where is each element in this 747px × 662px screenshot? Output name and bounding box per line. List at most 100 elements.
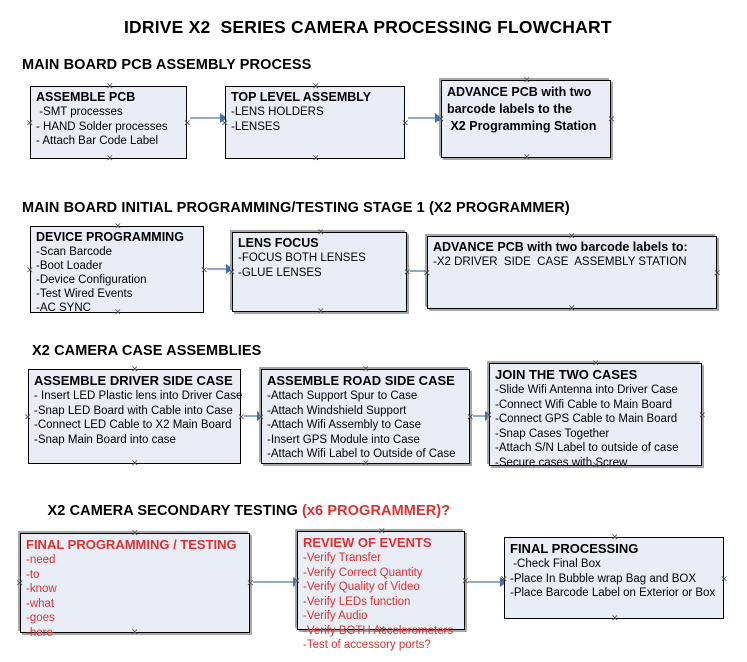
flow-box-lens-focus[interactable]: LENS FOCUS -FOCUS BOTH LENSES -GLUE LENS…: [228, 228, 411, 316]
selection-handle-left[interactable]: ✕: [257, 412, 265, 422]
selection-handle-right[interactable]: ✕: [607, 114, 615, 124]
selection-handle-left[interactable]: ✕: [26, 265, 34, 275]
flow-box-line: -Verify Quality of Video: [303, 581, 420, 593]
selection-handle-top[interactable]: ✕: [378, 526, 386, 536]
selection-handle-bottom[interactable]: ✕: [114, 307, 122, 317]
flow-box-line: -know: [26, 583, 57, 595]
selection-handle-right[interactable]: ✕: [403, 267, 411, 277]
selection-handle-left[interactable]: ✕: [16, 578, 24, 588]
selection-handle-bottom[interactable]: ✕: [106, 153, 114, 163]
arrowhead-icon: [485, 411, 492, 421]
arrowhead-icon: [435, 113, 442, 123]
selection-handle-left[interactable]: ✕: [293, 576, 301, 586]
flow-box-top-level-assembly[interactable]: TOP LEVEL ASSEMBLY -LENS HOLDERS -LENSES…: [221, 82, 409, 163]
selection-handle-left[interactable]: ✕: [221, 118, 229, 128]
selection-handle-top[interactable]: ✕: [131, 364, 139, 374]
flow-box-line: -Snap LED Board with Cable into Case: [34, 404, 233, 417]
flow-box-advance-pcb-to-x2-programming-station[interactable]: ADVANCE PCB with two barcode labels to t…: [437, 76, 615, 162]
section-heading-red-text: (x6 PROGRAMMER)?: [301, 502, 451, 519]
selection-handle-top[interactable]: ✕: [568, 231, 576, 241]
flow-box-device-programming[interactable]: DEVICE PROGRAMMING -Scan Barcode -Boot L…: [26, 222, 208, 317]
selection-handle-right[interactable]: ✕: [401, 118, 409, 128]
flow-box-line: -Device Configuration: [36, 274, 147, 286]
flow-box-title: ASSEMBLE PCB: [36, 90, 136, 104]
selection-handle-bottom[interactable]: ✕: [568, 303, 576, 313]
flow-box-line: -GLUE LENSES: [238, 266, 322, 279]
selection-handle-top[interactable]: ✕: [317, 227, 325, 237]
section-heading-main-board-initial-programming: MAIN BOARD INITIAL PROGRAMMING/TESTING S…: [22, 200, 570, 216]
selection-handle-top[interactable]: ✕: [611, 532, 619, 542]
selection-handle-right[interactable]: ✕: [698, 410, 706, 420]
flow-box-line: -need: [26, 554, 56, 566]
selection-handle-bottom[interactable]: ✕: [592, 460, 600, 470]
selection-handle-right[interactable]: ✕: [237, 412, 245, 422]
selection-handle-left[interactable]: ✕: [24, 412, 32, 422]
flow-box-title: TOP LEVEL ASSEMBLY: [231, 90, 372, 104]
selection-handle-right[interactable]: ✕: [713, 268, 721, 278]
connector-line: [468, 581, 503, 583]
selection-handle-top[interactable]: ✕: [114, 221, 122, 231]
selection-handle-top[interactable]: ✕: [592, 358, 600, 368]
flow-box-assemble-pcb[interactable]: ASSEMBLE PCB -SMT processes - HAND Solde…: [26, 82, 191, 163]
selection-handle-bottom[interactable]: ✕: [362, 458, 370, 468]
flow-box-line: -Boot Loader: [36, 260, 103, 272]
section-heading-x2-camera-case-assemblies: X2 CAMERA CASE ASSEMBLIES: [32, 343, 262, 359]
section-heading-text: X2 CAMERA SECONDARY TESTING: [47, 502, 302, 519]
selection-handle-right[interactable]: ✕: [461, 576, 469, 586]
selection-handle-left[interactable]: ✕: [26, 118, 34, 128]
flow-box-join-the-two-cases[interactable]: JOIN THE TWO CASES -Slide Wifi Antenna i…: [485, 359, 706, 470]
flow-box-review-of-events[interactable]: REVIEW OF EVENTS -Verify Transfer -Verif…: [293, 527, 469, 652]
selection-handle-right[interactable]: ✕: [246, 578, 254, 588]
flow-box-line: - HAND Solder processes: [36, 120, 168, 133]
flow-box-line: -Place In Bubble wrap Bag and BOX: [510, 572, 697, 585]
selection-handle-right[interactable]: ✕: [466, 412, 474, 422]
selection-handle-bottom[interactable]: ✕: [378, 624, 386, 634]
selection-handle-left[interactable]: ✕: [485, 410, 493, 420]
selection-handle-top[interactable]: ✕: [362, 364, 370, 374]
flow-box-advance-pcb-to-driver-side-case-station[interactable]: ADVANCE PCB with two barcode labels to: …: [423, 232, 721, 313]
flow-box-title: ASSEMBLE ROAD SIDE CASE: [267, 373, 455, 388]
flow-box-line: -goes: [26, 612, 55, 624]
flow-box-line: -Attach Windshield Support: [267, 404, 407, 417]
selection-handle-left[interactable]: ✕: [423, 268, 431, 278]
flow-box-title: JOIN THE TWO CASES: [495, 367, 638, 382]
selection-handle-right[interactable]: ✕: [200, 265, 208, 275]
selection-handle-left[interactable]: ✕: [500, 574, 508, 584]
selection-handle-bottom[interactable]: ✕: [131, 627, 139, 637]
flow-box-assemble-driver-side-case[interactable]: ASSEMBLE DRIVER SIDE CASE - Insert LED P…: [24, 365, 245, 468]
flow-box-line: -X2 DRIVER SIDE CASE ASSEMBLY STATION: [433, 256, 687, 268]
flow-box-assemble-road-side-case[interactable]: ASSEMBLE ROAD SIDE CASE -Attach Support …: [257, 365, 474, 468]
flow-box-line: -FOCUS BOTH LENSES: [238, 252, 366, 264]
flow-box-final-programming-testing[interactable]: FINAL PROGRAMMING / TESTING -need -to -k…: [16, 529, 254, 639]
selection-handle-top[interactable]: ✕: [106, 81, 114, 91]
flow-box-line-overflow: -Test of accessory ports?: [303, 639, 431, 651]
flow-box-line: -Insert GPS Module into Case: [267, 433, 420, 446]
flow-box-line: -Attach Wifi Assembly to Case: [267, 419, 422, 431]
selection-handle-bottom[interactable]: ✕: [523, 152, 531, 162]
flow-box-line: -Connect LED Cable to X2 Main Board: [34, 419, 232, 431]
flow-box-final-processing[interactable]: FINAL PROCESSING -Check Final Box -Place…: [500, 533, 728, 623]
section-heading-main-board-pcb-assembly: MAIN BOARD PCB ASSEMBLY PROCESS: [22, 57, 312, 73]
flow-box-line: -Attach Support Spur to Case: [267, 390, 418, 402]
flow-box-line: - Attach Bar Code Label: [36, 135, 159, 147]
selection-handle-bottom[interactable]: ✕: [312, 153, 320, 163]
selection-handle-bottom[interactable]: ✕: [611, 613, 619, 623]
selection-handle-right[interactable]: ✕: [720, 574, 728, 584]
flow-box-line: -Verify Transfer: [303, 552, 381, 564]
flow-box-line: -Snap Main Board into case: [34, 433, 176, 446]
selection-handle-top[interactable]: ✕: [523, 75, 531, 85]
selection-handle-bottom[interactable]: ✕: [317, 306, 325, 316]
selection-handle-right[interactable]: ✕: [183, 118, 191, 128]
selection-handle-top[interactable]: ✕: [312, 81, 320, 91]
flow-box-title: DEVICE PROGRAMMING: [36, 230, 184, 244]
selection-handle-bottom[interactable]: ✕: [131, 458, 139, 468]
arrowhead-icon: [220, 113, 227, 123]
page-title: IDRIVE X2 SERIES CAMERA PROCESSING FLOWC…: [124, 17, 612, 37]
selection-handle-top[interactable]: ✕: [131, 528, 139, 538]
flow-box-line: -Snap Cases Together: [495, 427, 610, 440]
flow-box-line: -SMT processes: [36, 106, 123, 118]
selection-handle-left[interactable]: ✕: [228, 267, 236, 277]
selection-handle-left[interactable]: ✕: [437, 114, 445, 124]
flow-box-line: -Attach S/N Label to outside of case: [495, 442, 679, 454]
